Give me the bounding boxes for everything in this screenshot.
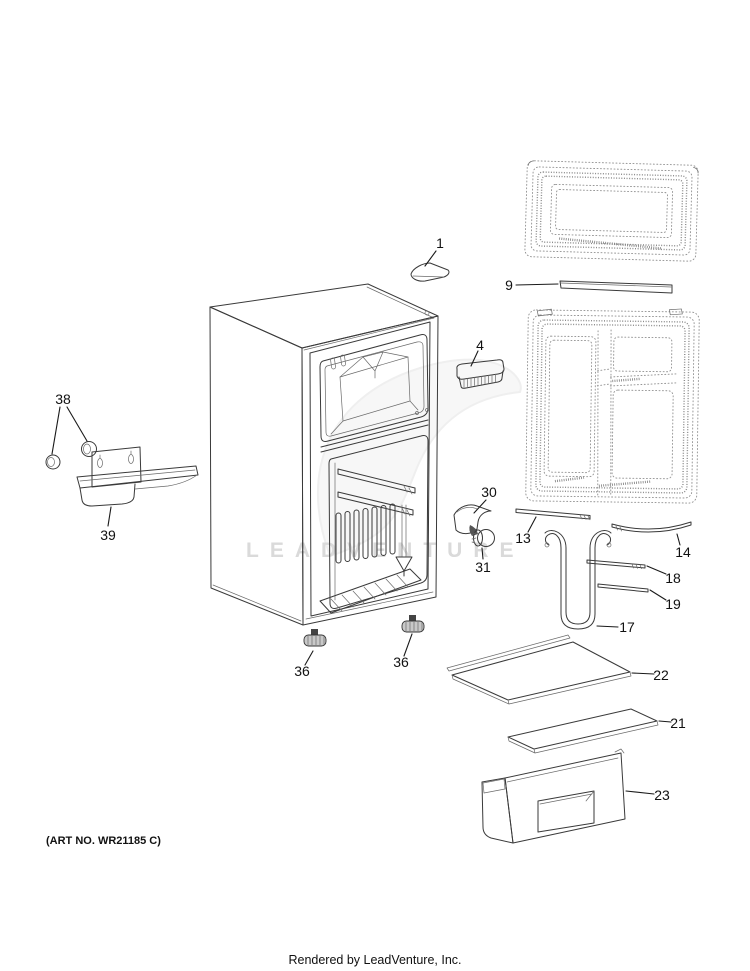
callout-39: 39 — [100, 506, 116, 543]
part-19-rod — [597, 583, 649, 593]
callout-36-left-label: 36 — [294, 663, 310, 679]
callout-18-label: 18 — [665, 570, 681, 586]
callout-31-label: 31 — [475, 559, 491, 575]
callout-19: 19 — [649, 589, 681, 612]
cabinet — [209, 283, 439, 626]
part-4-ice-tray — [456, 359, 505, 389]
callout-1-label: 1 — [436, 235, 444, 251]
callout-23-label: 23 — [654, 787, 670, 803]
callout-13-label: 13 — [515, 530, 531, 546]
renderer-credit: Rendered by LeadVenture, Inc. — [288, 953, 461, 967]
callout-4-label: 4 — [476, 337, 484, 353]
part-36-leveling-foot-left — [303, 629, 327, 647]
callout-4: 4 — [470, 337, 484, 367]
callout-21-label: 21 — [670, 715, 686, 731]
part-23-crisper-pan — [481, 748, 626, 844]
part-18-rod — [586, 559, 646, 570]
part-9-door-strip — [559, 280, 673, 294]
part-39-drip-tray — [76, 446, 199, 507]
part-38-grommets — [45, 441, 97, 470]
watermark-text: LEADVENTURE — [246, 539, 525, 562]
callout-17: 17 — [596, 619, 635, 635]
part-22-glass-shelf — [446, 634, 632, 705]
part-21-glass-cover — [507, 708, 659, 754]
callout-14: 14 — [675, 533, 691, 560]
part-36-leveling-foot-right — [401, 615, 425, 633]
callout-36-right-label: 36 — [393, 654, 409, 670]
callout-21: 21 — [658, 715, 686, 731]
callout-19-label: 19 — [665, 596, 681, 612]
part-17-u-tube — [544, 530, 612, 630]
art-number: (ART NO. WR21185 C) — [46, 835, 161, 847]
callout-9-label: 9 — [505, 277, 513, 293]
callout-39-label: 39 — [100, 527, 116, 543]
watermark-leaf-graphic — [316, 358, 522, 558]
part-13-rod — [515, 508, 591, 521]
refrigerator-door — [525, 308, 700, 504]
callout-36-right: 36 — [393, 633, 413, 670]
callout-23: 23 — [625, 787, 670, 803]
callout-9: 9 — [505, 277, 559, 293]
callout-1: 1 — [424, 235, 444, 267]
callout-14-label: 14 — [675, 544, 691, 560]
callout-17-label: 17 — [619, 619, 635, 635]
callout-18: 18 — [646, 565, 681, 586]
part-14-curved-rod — [611, 521, 692, 533]
callout-31: 31 — [475, 547, 491, 575]
callout-36-left: 36 — [294, 650, 314, 679]
part-31-knob — [471, 529, 495, 547]
part-30-thermostat-clip — [453, 504, 492, 536]
callout-38-label: 38 — [55, 391, 71, 407]
callout-13: 13 — [515, 516, 537, 546]
callout-38: 38 — [51, 391, 88, 455]
callout-22-label: 22 — [653, 667, 669, 683]
callout-30: 30 — [473, 484, 497, 514]
part-1-hinge-cover — [410, 262, 450, 282]
freezer-door — [524, 160, 699, 262]
callout-30-label: 30 — [481, 484, 497, 500]
callout-22: 22 — [631, 667, 669, 683]
